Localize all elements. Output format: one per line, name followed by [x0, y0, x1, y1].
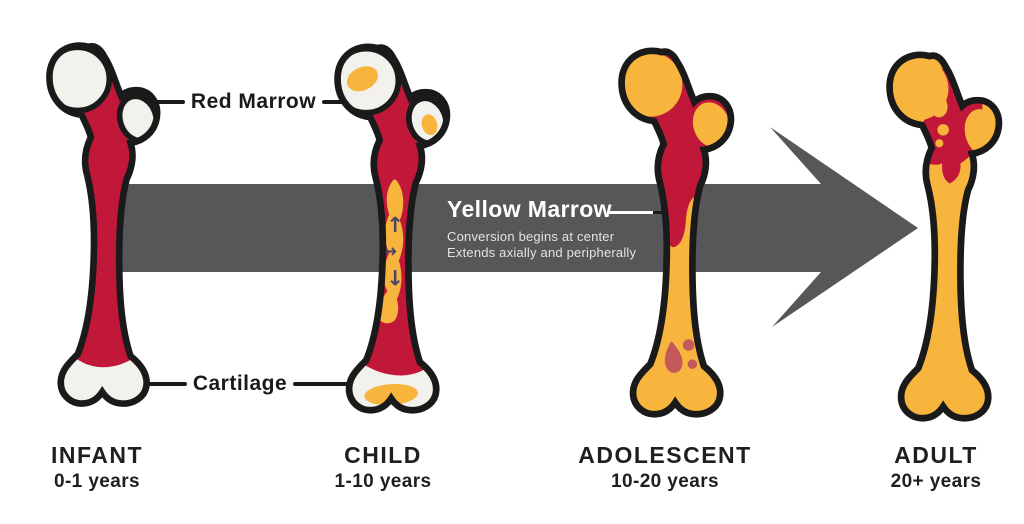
adult-femur-illustration	[880, 44, 1014, 432]
adolescent-yellow-trochanter	[692, 102, 731, 148]
adult-yellow-spot-medium	[937, 124, 949, 136]
axial-extension-up-arrow-icon: ↑	[386, 212, 404, 237]
red-marrow-label: Red Marrow	[190, 90, 317, 113]
stage-age: 0-1 years	[53, 471, 140, 492]
adolescent-residual-red-spot-small	[687, 359, 698, 369]
cartilage-annotation: Cartilage	[116, 372, 364, 396]
cartilage-pointer-line-left	[116, 382, 187, 386]
yellow-marrow-pointer-tick	[653, 211, 668, 214]
stage-label-child: CHILD 1-10 years	[303, 442, 463, 494]
yellow-marrow-pointer-line	[609, 211, 655, 214]
adolescent-residual-red-blob	[664, 341, 683, 373]
child-head-ossification-center	[346, 66, 378, 92]
adult-yellow-spot-large	[929, 94, 948, 118]
axial-extension-down-arrow-icon: ↓	[386, 266, 404, 291]
stage-name: ADOLESCENT	[578, 442, 752, 468]
adolescent-femur-illustration	[612, 36, 746, 432]
child-femur-illustration: ↑ ↔ ↓	[328, 32, 462, 428]
stage-age: 1-10 years	[334, 471, 432, 492]
progression-arrow-shape	[112, 127, 918, 327]
stage-age: 10-20 years	[611, 471, 719, 492]
yellow-marrow-annotation: Yellow Marrow Conversion begins at cente…	[447, 196, 687, 261]
stage-label-adolescent: ADOLESCENT 10-20 years	[565, 442, 765, 494]
stage-label-infant: INFANT 0-1 years	[17, 442, 177, 494]
cartilage-pointer-line-right	[293, 382, 364, 386]
stage-age: 20+ years	[890, 471, 982, 492]
stage-name: ADULT	[894, 442, 978, 468]
infant-femur-illustration	[40, 30, 172, 422]
yellow-marrow-label: Yellow Marrow	[447, 196, 612, 222]
stage-name: CHILD	[344, 442, 422, 468]
yellow-marrow-subtext-1: Conversion begins at center	[447, 229, 615, 244]
child-trochanter-ossification-center	[421, 114, 438, 136]
yellow-marrow-subtext-2: Extends axially and peripherally	[447, 245, 637, 260]
adult-yellow-spot-small	[935, 139, 944, 148]
adolescent-yellow-head	[621, 52, 683, 117]
child-yellow-marrow-streak	[377, 179, 404, 324]
adolescent-residual-red-spot	[682, 339, 695, 351]
stage-label-adult: ADULT 20+ years	[856, 442, 1016, 494]
cartilage-label: Cartilage	[192, 372, 288, 395]
stage-name: INFANT	[50, 442, 144, 468]
